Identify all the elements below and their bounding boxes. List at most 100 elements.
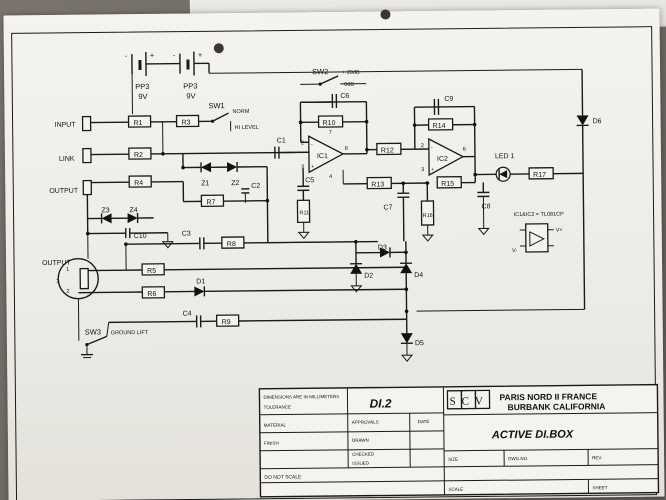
- capacitor-c7: C7: [383, 192, 410, 211]
- schematic-sheet: - + PP3 9V - + PP3 9V INPUT: [3, 8, 665, 500]
- sw2-label: SW2: [312, 67, 328, 76]
- capacitor-c9: C9: [433, 96, 453, 115]
- d1-label: D1: [196, 278, 205, 285]
- r6-label: R6: [147, 291, 156, 298]
- input-jack: INPUT: [55, 115, 129, 132]
- input-label: INPUT: [55, 122, 77, 129]
- capacitor-c6: C6: [331, 93, 349, 109]
- r1-label: R1: [134, 120, 143, 127]
- svg-text:+: +: [431, 167, 434, 173]
- ic1-pin6: 6: [345, 146, 348, 152]
- battery1-voltage: 9V: [138, 92, 147, 101]
- tb-checked: CHECKED: [352, 452, 375, 457]
- c2-label: C2: [251, 183, 260, 190]
- xlr-pin1: 1: [66, 267, 69, 273]
- resistor-r7: R7: [200, 194, 225, 208]
- tb-drawing-number: DI.2: [369, 396, 391, 410]
- tb-scale: SCALE: [448, 487, 463, 492]
- svg-text:-: -: [431, 145, 433, 151]
- switch-sw2: SW2 + 20dB 0dB: [300, 67, 367, 88]
- led-1: LED 1: [495, 153, 515, 182]
- resistor-r4: R4: [128, 175, 152, 188]
- capacitor-c4: C4: [183, 310, 202, 328]
- ic1-pin4: 4: [329, 174, 332, 180]
- c4-label: C4: [183, 310, 192, 317]
- ic1-pin2: 2: [301, 140, 304, 146]
- tb-do-not-scale: DO NOT SCALE: [264, 474, 302, 480]
- resistor-r16: R16: [420, 200, 435, 226]
- diode-d5: D5: [400, 333, 424, 347]
- r5-label: R5: [147, 268, 156, 275]
- r10-label: R10: [323, 120, 336, 127]
- svg-text:-: -: [125, 51, 128, 60]
- resistor-r3: R3: [175, 114, 200, 128]
- ic1-pin3: 3: [301, 164, 304, 170]
- r11-label: R11: [300, 210, 310, 216]
- tb-rev: REV.: [592, 455, 602, 460]
- switch-sw3: SW3 GROUND LIFT: [78, 314, 149, 359]
- tb-title: ACTIVE DI.BOX: [491, 428, 574, 441]
- resistor-r8: R8: [221, 236, 245, 249]
- z2-label: Z2: [231, 180, 239, 187]
- zener-z2: Z2: [227, 162, 240, 187]
- r13-label: R13: [371, 181, 384, 188]
- resistor-r6: R6: [141, 286, 166, 299]
- ic2-pin2: 2: [421, 143, 424, 149]
- battery-pp3-2: - + PP3 9V: [173, 50, 203, 100]
- z4-label: Z4: [129, 207, 137, 214]
- resistor-r2: R2: [128, 147, 152, 160]
- sw2-20db: + 20dB: [342, 70, 360, 76]
- title-block: DIMENSIONS ARE IN MILLIMETERS TOLERANCE …: [258, 383, 660, 498]
- ic1-label: IC1: [317, 153, 328, 160]
- sw1-norm: NORM: [232, 109, 249, 115]
- resistor-r10: R10: [317, 115, 344, 128]
- zener-z3: Z3: [100, 207, 112, 224]
- diode-d2: D2: [350, 263, 373, 280]
- sw2-0db: 0dB: [344, 82, 354, 88]
- d2-label: D2: [364, 273, 373, 280]
- tb-tolerance: TOLERANCE: [264, 404, 291, 409]
- r15-label: R15: [441, 181, 454, 188]
- c5-label: C5: [305, 177, 314, 184]
- battery2-label: PP3: [183, 81, 197, 90]
- capacitor-c1: C1: [274, 137, 286, 159]
- r4-label: R4: [134, 180, 143, 187]
- tb-dwg-no: DWG.NO.: [508, 456, 528, 461]
- switch-sw1: SW1 NORM HI LEVEL: [208, 101, 259, 132]
- tb-company-line1: PARIS NORD II FRANCE: [499, 391, 597, 402]
- opamp-ic2: IC2 - + 2 3 6: [421, 137, 466, 177]
- tb-company-line2: BURBANK CALIFORNIA: [508, 401, 606, 412]
- c10-label: C10: [134, 233, 147, 240]
- r14-label: R14: [433, 123, 446, 130]
- svg-text:-: -: [173, 51, 176, 60]
- resistor-r14: R14: [427, 118, 454, 131]
- link-jack: LINK: [59, 147, 129, 164]
- schematic-diagram: - + PP3 9V - + PP3 9V INPUT: [11, 26, 660, 500]
- c6-label: C6: [340, 93, 349, 100]
- capacitor-c3: C3: [182, 230, 205, 250]
- c1-label: C1: [277, 137, 286, 144]
- diode-d1: D1: [194, 278, 205, 297]
- svg-text:-: -: [311, 142, 313, 148]
- drawing-frame: [11, 26, 658, 500]
- output-label: OUTPUT: [49, 188, 79, 195]
- resistor-r17: R17: [528, 167, 554, 180]
- tb-size: SIZE: [448, 457, 458, 462]
- ic2-pin3: 3: [421, 167, 424, 173]
- c8-label: C8: [481, 203, 490, 210]
- sw3-label: SW3: [85, 327, 101, 336]
- r9-label: R9: [222, 319, 231, 326]
- d5-label: D5: [415, 340, 424, 347]
- svg-text:+: +: [311, 164, 314, 170]
- c3-label: C3: [182, 230, 191, 237]
- diode-d4: D4: [400, 262, 423, 279]
- resistor-r15: R15: [436, 176, 462, 189]
- r8-label: R8: [227, 241, 236, 248]
- z3-label: Z3: [101, 207, 109, 214]
- r16-label: R16: [423, 213, 433, 219]
- sw3-ground-lift: GROUND LIFT: [111, 330, 149, 336]
- tb-sheet: SHEET: [592, 485, 607, 490]
- c7-label: C7: [383, 204, 392, 211]
- svg-text:V+: V+: [556, 228, 563, 234]
